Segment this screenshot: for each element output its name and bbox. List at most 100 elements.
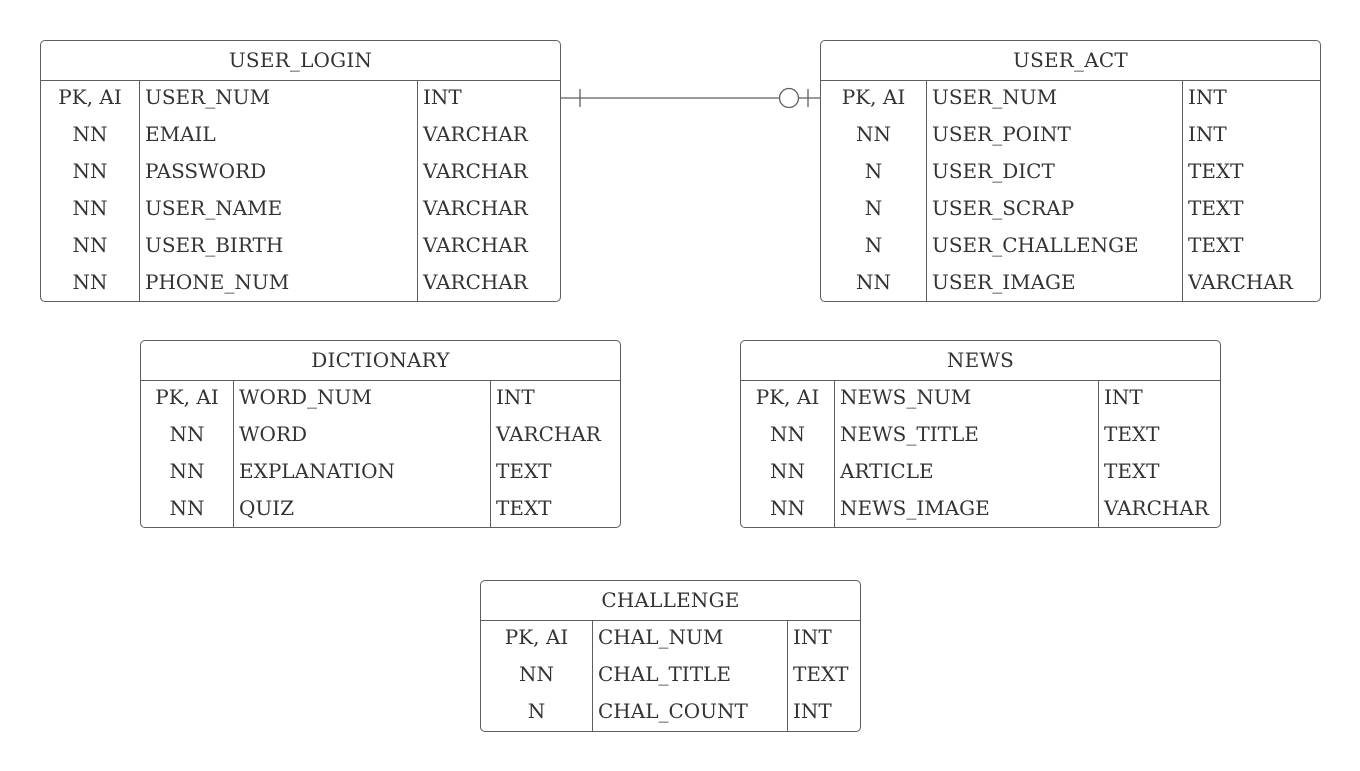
field-constraint: NN [72,122,108,146]
column-divider [139,81,140,301]
field-type: VARCHAR [423,233,528,257]
field-name: QUIZ [239,496,295,520]
field-name: ARTICLE [840,459,934,483]
field-row[interactable]: PK, AI USER_NUM INT [41,81,560,118]
field-constraint: NN [856,270,891,294]
field-row[interactable]: NN NEWS_IMAGE VARCHAR [741,492,1220,527]
column-divider [787,621,788,731]
entity-title: NEWS [741,341,1220,381]
field-name: USER_POINT [932,122,1071,146]
field-name: EXPLANATION [239,459,396,483]
field-name: PASSWORD [145,159,267,183]
field-constraint: NN [519,662,554,686]
field-constraint: NN [72,233,108,257]
field-row[interactable]: PK, AI CHAL_NUM INT [481,621,860,658]
field-row[interactable]: NN QUIZ TEXT [141,492,620,527]
field-name: USER_NUM [932,85,1058,109]
field-name: USER_DICT [932,159,1055,183]
column-divider [926,81,927,301]
field-constraint: N [864,196,883,220]
field-type: VARCHAR [1104,496,1209,520]
field-type: TEXT [1188,196,1244,220]
field-type: TEXT [793,662,849,686]
column-divider [490,381,491,527]
entity-title: DICTIONARY [141,341,620,381]
field-name: CHAL_NUM [598,625,724,649]
field-constraint: NN [770,459,805,483]
column-divider [1182,81,1183,301]
field-type: INT [1188,85,1227,109]
field-row[interactable]: NN USER_BIRTH VARCHAR [41,229,560,266]
field-name: WORD_NUM [239,385,372,409]
entity-title: USER_ACT [821,41,1320,81]
column-divider [1098,381,1099,527]
field-row[interactable]: NN USER_NAME VARCHAR [41,192,560,229]
field-name: PHONE_NUM [145,270,290,294]
field-type: TEXT [496,496,552,520]
field-name: USER_BIRTH [145,233,284,257]
field-constraint: NN [770,422,805,446]
field-type: TEXT [1188,159,1244,183]
field-type: VARCHAR [423,196,528,220]
field-type: VARCHAR [1188,270,1293,294]
field-row[interactable]: N USER_SCRAP TEXT [821,192,1320,229]
field-name: CHAL_COUNT [598,699,748,723]
column-divider [233,381,234,527]
field-name: WORD [239,422,308,446]
field-type: TEXT [1104,459,1160,483]
field-row[interactable]: N USER_DICT TEXT [821,155,1320,192]
field-constraint: NN [72,196,108,220]
field-constraint: NN [169,422,205,446]
field-type: INT [793,625,832,649]
field-row[interactable]: NN EXPLANATION TEXT [141,455,620,492]
field-type: INT [423,85,462,109]
field-name: NEWS_NUM [840,385,972,409]
field-type: INT [1188,122,1227,146]
field-name: USER_NAME [145,196,283,220]
field-type: INT [1104,385,1143,409]
column-divider [592,621,593,731]
entity-title: CHALLENGE [481,581,860,621]
field-type: TEXT [1188,233,1244,257]
field-constraint: NN [856,122,891,146]
field-type: TEXT [496,459,552,483]
field-constraint: N [864,159,883,183]
field-constraint: PK, AI [58,85,122,109]
column-divider [834,381,835,527]
field-name: USER_NUM [145,85,271,109]
field-constraint: NN [770,496,805,520]
zero-optional-circle [778,87,800,109]
field-type: TEXT [1104,422,1160,446]
field-row[interactable]: NN USER_POINT INT [821,118,1320,155]
field-type: INT [496,385,535,409]
field-constraint: PK, AI [504,625,569,649]
field-row[interactable]: NN ARTICLE TEXT [741,455,1220,492]
field-name: USER_SCRAP [932,196,1075,220]
field-constraint: NN [169,496,205,520]
field-constraint: NN [169,459,205,483]
field-name: NEWS_IMAGE [840,496,990,520]
entity-title: USER_LOGIN [41,41,560,81]
field-type: VARCHAR [423,159,528,183]
